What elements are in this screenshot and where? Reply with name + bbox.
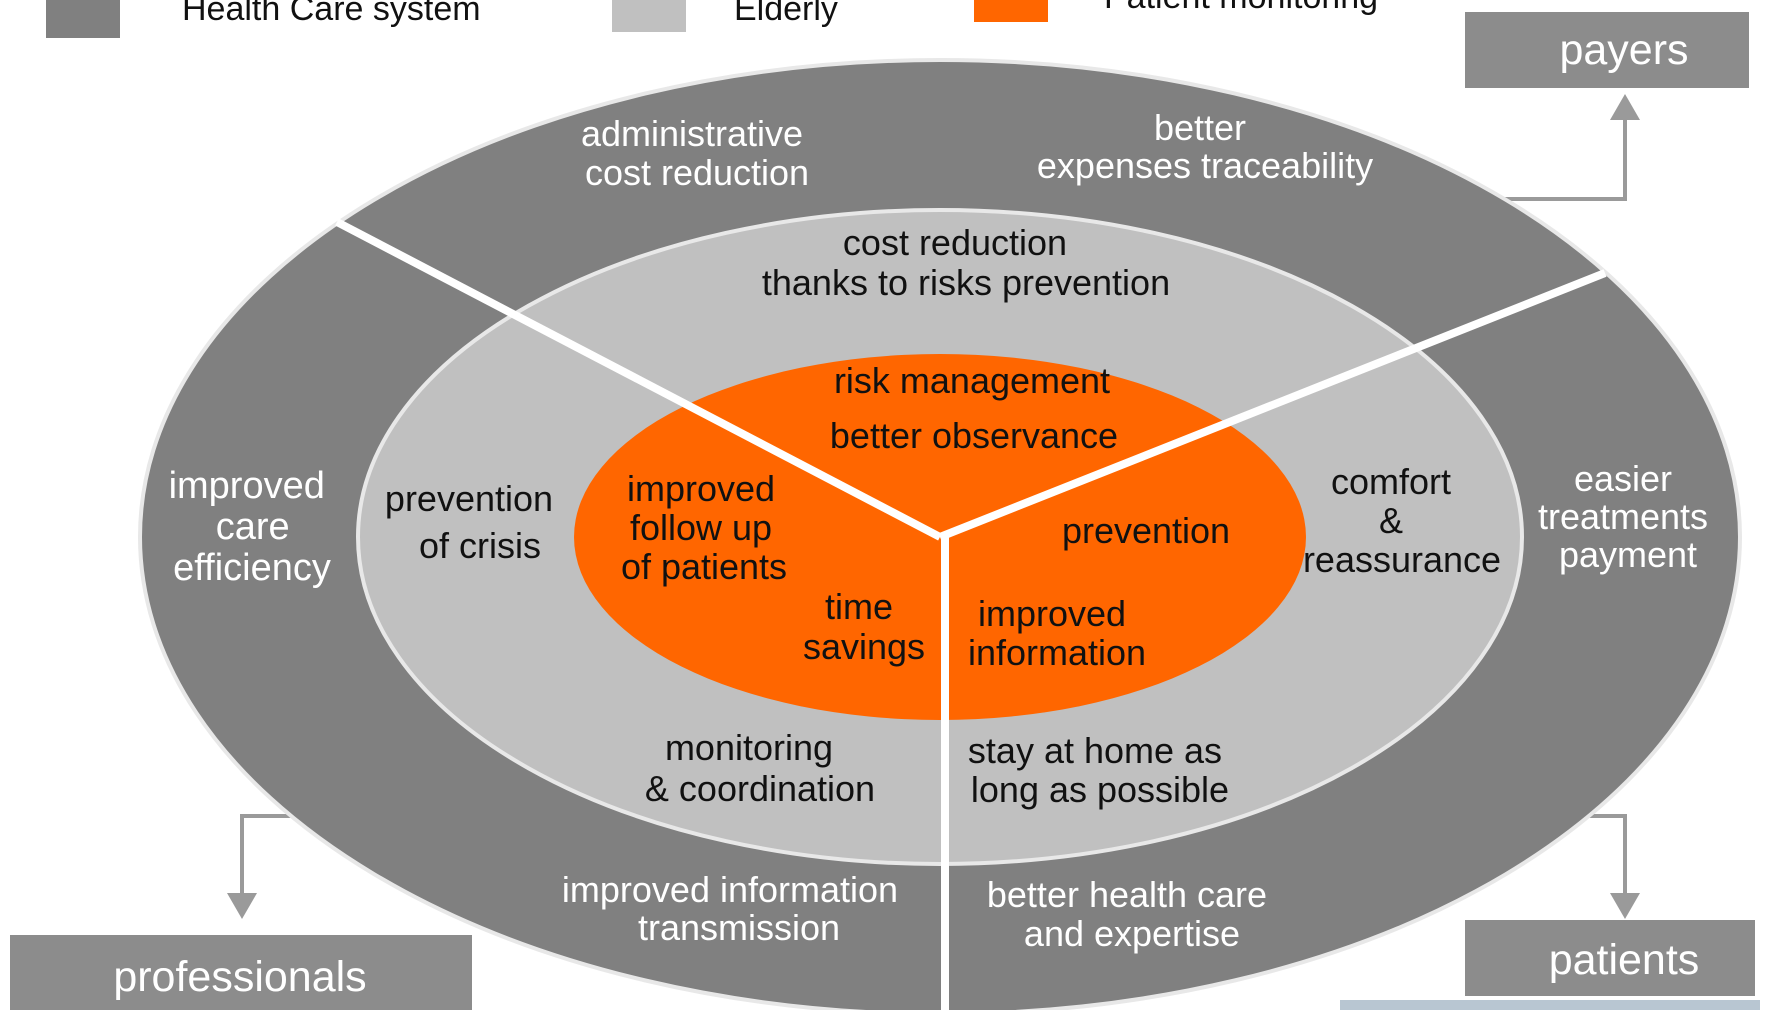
sector-dividers: [335, 218, 1607, 1012]
label-easier-treatments-payment: easier treatments payment: [1538, 458, 1718, 575]
professionals-connector-line: [240, 814, 305, 900]
label-risk-management: risk management: [834, 360, 1110, 401]
label-improved-follow-up: improved follow up of patients: [621, 468, 787, 587]
payers-connector-line: [1500, 105, 1627, 201]
legend: Health Care system Elderly Patient monit…: [46, 0, 1378, 38]
legend-swatch-elderly: [612, 0, 686, 32]
label-improved-information: improved information: [968, 593, 1146, 673]
payers-box: payers: [1465, 12, 1749, 88]
label-comfort-reassurance: comfort & reassurance: [1303, 461, 1501, 580]
label-better-expenses-traceability: better expenses traceability: [1037, 107, 1373, 186]
label-stay-at-home: stay at home as long as possible: [968, 730, 1232, 810]
label-cost-reduction-risks-prevention: cost reduction thanks to risks preventio…: [762, 222, 1170, 303]
professionals-label: professionals: [113, 953, 366, 1001]
divider-right: [938, 269, 1607, 541]
label-prevention-of-crisis: prevention of crisis: [385, 478, 563, 566]
center-labels: risk management better observance improv…: [621, 360, 1230, 673]
legend-label-patient-monitoring: Patient monitoring: [1104, 0, 1378, 16]
patients-connector-line: [1575, 814, 1627, 900]
photo-fragment: [1340, 1000, 1760, 1010]
professionals-arrowhead: [227, 893, 257, 919]
middle-ring-labels: cost reduction thanks to risks preventio…: [385, 222, 1501, 810]
legend-swatch-patient-monitoring: [974, 0, 1048, 22]
patients-arrowhead: [1610, 893, 1640, 919]
professionals-box: professionals: [10, 935, 472, 1015]
label-administrative-cost-reduction: administrative cost reduction: [581, 113, 813, 193]
legend-swatch-health-care-system: [46, 0, 120, 38]
label-improved-care-efficiency: improved care efficiency: [169, 465, 336, 589]
patients-label: patients: [1549, 936, 1700, 984]
patients-box: patients: [1465, 920, 1755, 996]
label-time-savings: time savings: [803, 586, 925, 667]
outer-ring-labels: administrative cost reduction better exp…: [169, 107, 1718, 954]
legend-label-elderly: Elderly: [734, 0, 838, 28]
legend-label-health-care-system: Health Care system: [182, 0, 481, 28]
label-better-observance: better observance: [830, 415, 1118, 456]
label-improved-information-transmission: improved information transmission: [562, 869, 908, 948]
label-monitoring-coordination: monitoring & coordination: [645, 727, 875, 809]
label-better-health-care-and-expertise: better health care and expertise: [987, 874, 1277, 954]
divider-left: [335, 218, 942, 541]
label-prevention: prevention: [1062, 510, 1230, 551]
payers-arrowhead: [1610, 94, 1640, 120]
payers-label: payers: [1559, 26, 1688, 74]
arrowheads: [227, 94, 1640, 919]
